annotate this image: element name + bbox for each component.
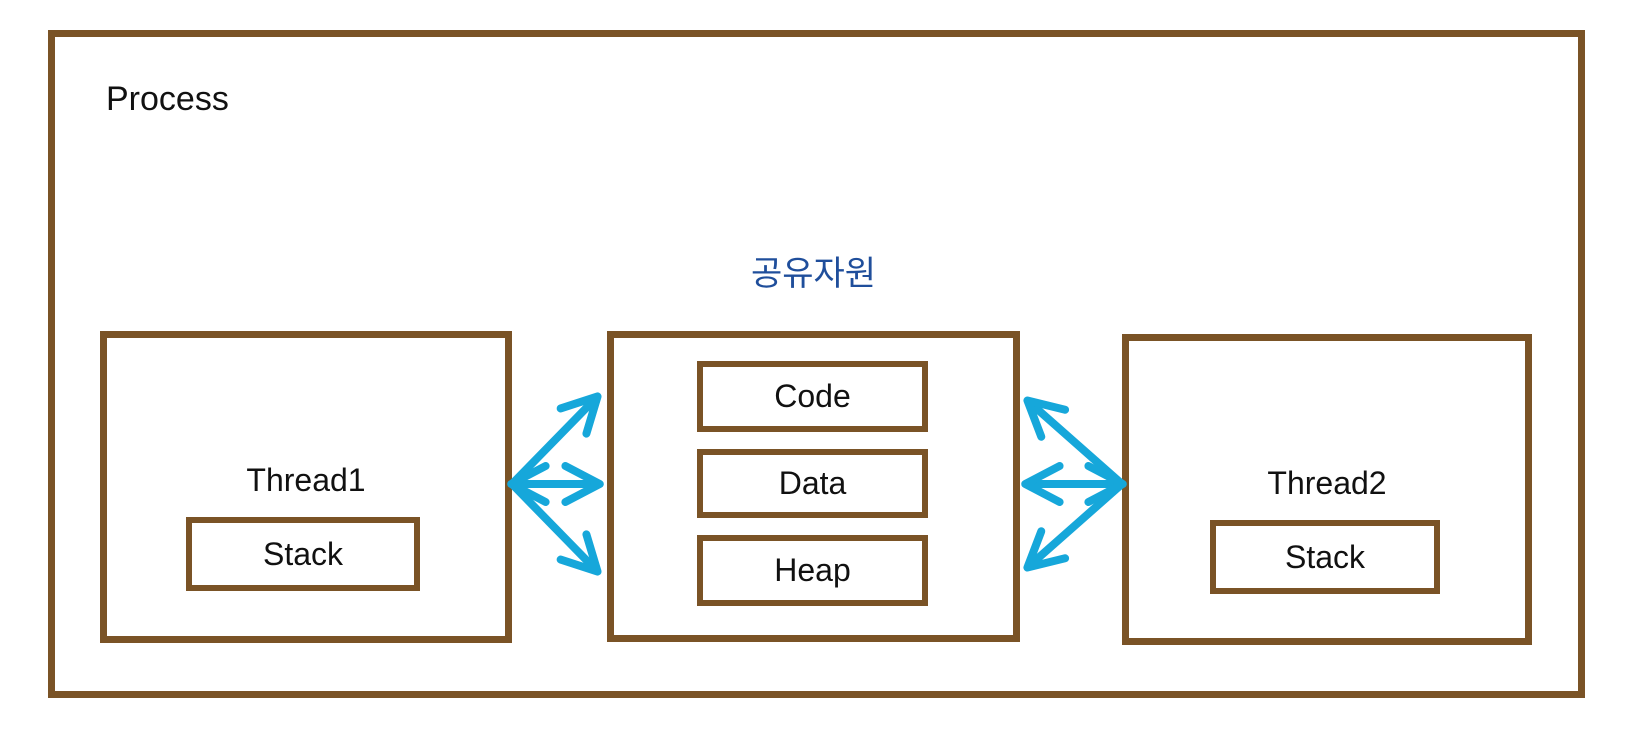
code-box: Code (697, 361, 928, 432)
heap-box: Heap (697, 535, 928, 606)
thread1-stack-box: Stack (186, 517, 420, 591)
data-box: Data (697, 449, 928, 518)
process-box (48, 30, 1585, 698)
thread2-stack-box: Stack (1210, 520, 1440, 594)
thread2-label: Thread2 (1267, 465, 1387, 501)
code-label: Code (774, 378, 851, 414)
thread1-stack-label: Stack (262, 535, 344, 572)
shared-resource-label: 공유자원 (750, 255, 877, 293)
thread1-label: Thread1 (246, 462, 366, 498)
thread2-stack-label: Stack (1284, 538, 1366, 575)
data-label: Data (778, 465, 847, 501)
process-label: Process (106, 80, 229, 118)
heap-label: Heap (774, 552, 851, 588)
shared-resource-box (607, 331, 1020, 642)
